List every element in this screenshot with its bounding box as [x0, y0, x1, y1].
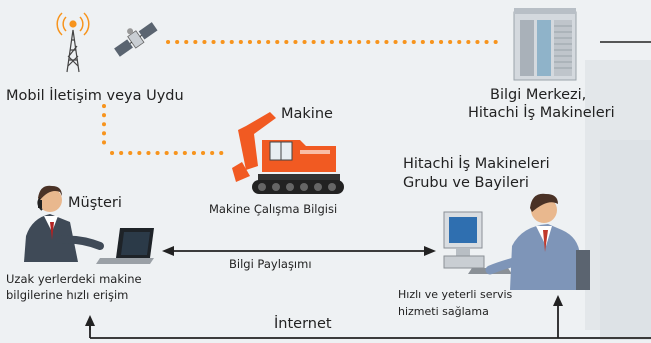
antenna-tower-icon	[56, 12, 90, 73]
customer-desc-line2: bilgilerine hızlı erişim	[6, 288, 129, 302]
workstation-computer-icon	[443, 211, 512, 274]
group-label-line2: Grubu ve Bayileri	[403, 175, 529, 191]
internet-label: İnternet	[274, 316, 332, 332]
info-sharing-arrow	[162, 246, 436, 256]
customer-desc-line1: Uzak yerlerdeki makine	[6, 272, 142, 286]
machine-label: Makine	[281, 106, 333, 122]
machine-info-label: Makine Çalışma Bilgisi	[209, 202, 338, 216]
background-buildings	[585, 60, 651, 340]
service-label-line2: hizmeti sağlama	[398, 305, 489, 318]
service-person-icon	[485, 193, 590, 290]
customer-label: Müşteri	[68, 195, 122, 211]
datacenter-label-line2: Hitachi İş Makineleri	[468, 105, 615, 121]
group-label-line1: Hitachi İş Makineleri	[403, 156, 550, 172]
internet-line	[85, 295, 651, 339]
customer-person-icon	[24, 185, 104, 262]
datacenter-label-line1: Bilgi Merkezi,	[490, 87, 587, 103]
service-label-line1: Hızlı ve yeterli servis	[398, 288, 513, 301]
excavator-icon	[232, 112, 344, 194]
satellite-icon	[114, 22, 158, 57]
mobile-satellite-label: Mobil İletişim veya Uydu	[6, 88, 184, 104]
info-sharing-label: Bilgi Paylaşımı	[229, 257, 312, 271]
server-icon	[513, 8, 577, 81]
dotted-connections	[102, 40, 502, 155]
customer-laptop-icon	[96, 228, 154, 264]
